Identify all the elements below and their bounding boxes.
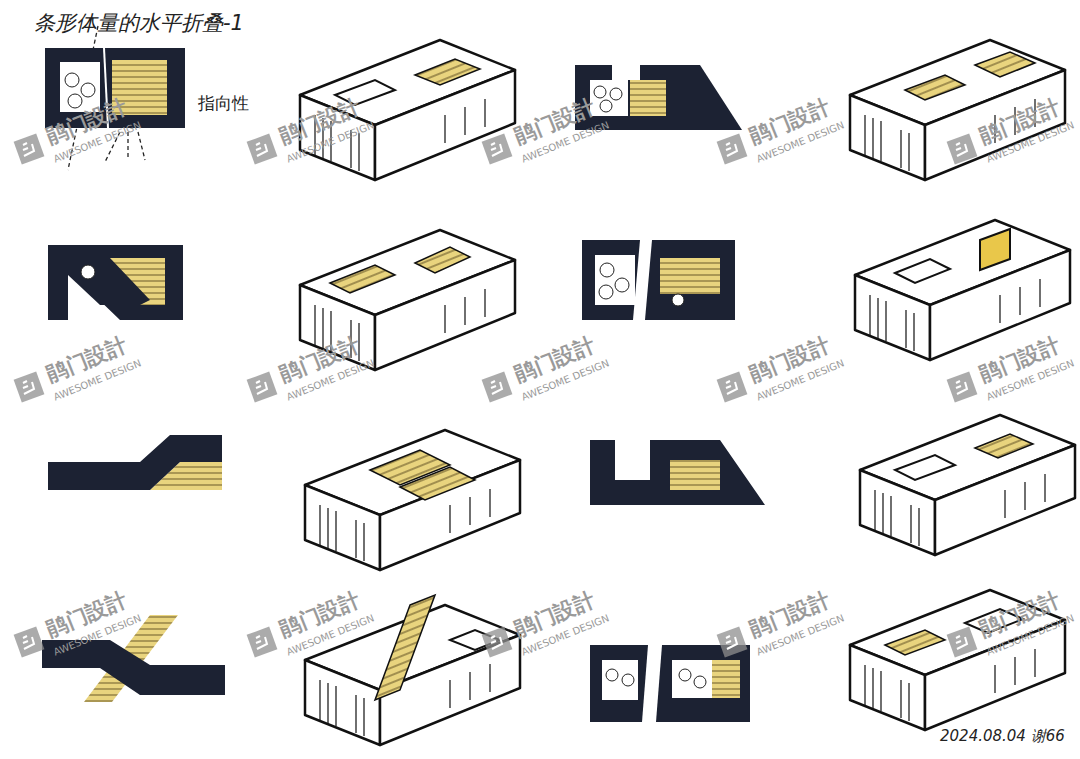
date-signature: 2024.08.04 谢66	[940, 728, 1065, 745]
sheet-title: 条形体量的水平折叠-1	[34, 12, 244, 35]
handwritten-note: 指向性	[198, 94, 249, 113]
